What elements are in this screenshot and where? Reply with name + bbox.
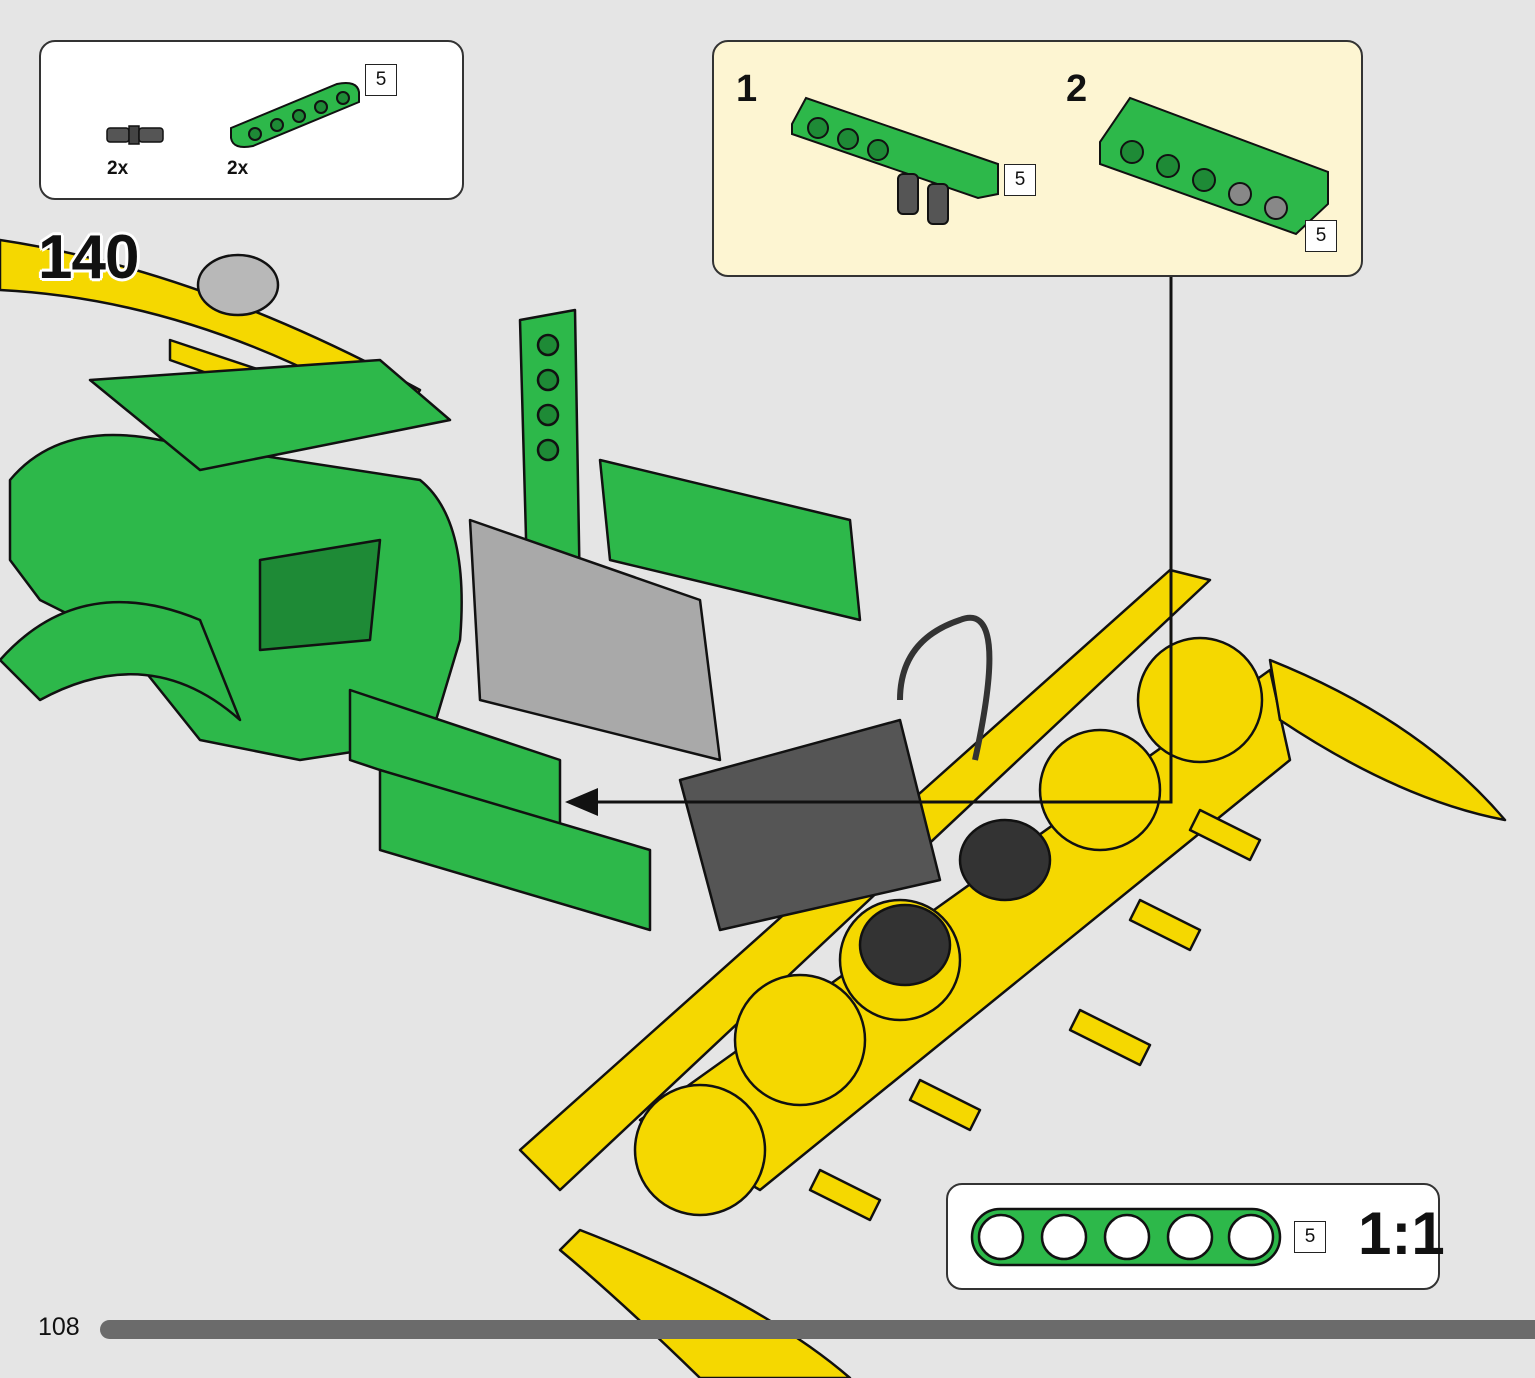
progress-bar — [100, 1320, 1535, 1339]
green-body — [8, 433, 463, 762]
step-number: 140 — [38, 223, 139, 292]
substep-2-double-beam — [1099, 96, 1329, 236]
substep-panel: 1 5 2 5 — [712, 40, 1363, 277]
beam-icon — [230, 82, 360, 148]
scale-label: 1:1 — [1358, 1200, 1445, 1267]
substep-2-length-box: 5 — [1305, 220, 1337, 252]
scale-reference-panel: 5 1:1 — [946, 1183, 1445, 1290]
substep-2-number: 2 — [1066, 68, 1088, 110]
pin-quantity: 2x — [107, 158, 129, 179]
scale-beam-icon — [970, 1207, 1282, 1267]
substep-1-beam-with-pins — [791, 96, 999, 225]
beam-length-box: 5 — [365, 64, 397, 96]
page-number: 108 — [38, 1313, 80, 1341]
callout-arrow — [565, 788, 598, 816]
substep-1-number: 1 — [736, 68, 758, 110]
scale-length-box: 5 — [1294, 1221, 1326, 1253]
parts-list-panel: 2x 2x 5 — [39, 40, 464, 200]
callout-connector — [585, 277, 1173, 804]
pin-icon — [106, 125, 164, 145]
beam-quantity: 2x — [227, 158, 249, 179]
substep-1-length-box: 5 — [1004, 164, 1036, 196]
